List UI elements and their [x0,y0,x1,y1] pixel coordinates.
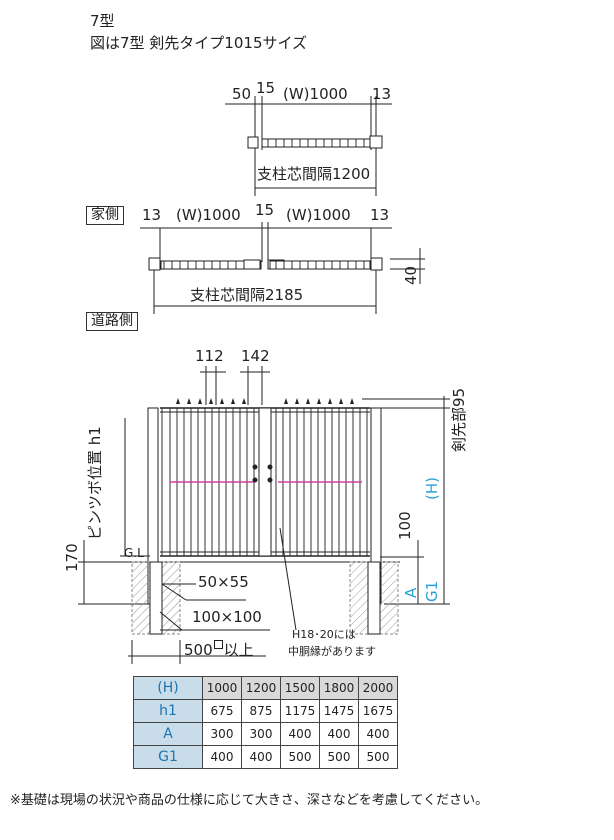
double-dim-15: 15 [255,201,275,219]
elev-dim-100-right: 100 [396,511,414,540]
single-dim-13: 13 [372,85,392,103]
row-label: G1 [133,745,203,769]
single-plan-view [225,96,392,196]
table-cell: 400 [241,745,281,769]
table-cell: 1200 [241,676,281,700]
table-cell: 300 [202,722,242,746]
table-cell: 300 [241,722,281,746]
table-cell: 400 [202,745,242,769]
double-dim-13-right: 13 [370,206,390,224]
table-cell: 1000 [202,676,242,700]
single-dim-50: 50 [232,85,252,103]
footnote: ※基礎は現場の状況や商品の仕様に応じて大きさ、深さなどを考慮してください。 [10,793,489,808]
table-row: A 300 300 400 400 400 [133,722,398,746]
table-cell: 875 [241,699,281,723]
table-cell: 500 [358,745,398,769]
table-cell: 1475 [319,699,359,723]
elev-dim-142: 142 [241,347,270,365]
table-cell: 1675 [358,699,398,723]
row-label: A [133,722,203,746]
table-cell: 500 [319,745,359,769]
description-title: 図は7型 剣先タイプ1015サイズ [90,34,308,52]
house-side-label: 家側 [86,206,124,225]
rail-note-line1: H18･20には [292,628,356,641]
table-row: G1 400 400 500 500 500 [133,745,398,769]
double-post-pitch: 支柱芯間隔2185 [190,286,304,304]
double-dim-w-right: (W)1000 [286,206,351,224]
table-cell: 1800 [319,676,359,700]
a-label: A [402,587,420,598]
table-cell: 1500 [280,676,320,700]
table-cell: 1175 [280,699,320,723]
row-label: h1 [133,699,203,723]
gl-label: G.L [124,546,144,560]
model-title: 7型 [90,12,115,30]
double-dim-13-left: 13 [142,206,162,224]
double-plan-view [140,222,425,314]
table-cell: 400 [319,722,359,746]
elev-dim-170: 170 [63,543,81,572]
double-dim-w-left: (W)1000 [176,206,241,224]
spear-part-label: 剣先部95 [450,387,468,452]
table-cell: 675 [202,699,242,723]
post-100x100-label: 100×100 [192,608,262,626]
double-dim-40: 40 [402,265,420,285]
elevation-view [78,366,450,664]
table-cell: 2000 [358,676,398,700]
table-cell: 500 [280,745,320,769]
single-dim-15: 15 [256,79,276,97]
spec-table: (H) 1000 1200 1500 1800 2000 h1 675 875 … [133,676,398,769]
table-row: h1 675 875 1175 1475 1675 [133,699,398,723]
rail-note-line2: 中胴縁があります [288,645,376,658]
row-label: (H) [133,676,203,700]
post-50x55-label: 50×55 [198,573,249,591]
hinge-position-label: ピンツボ位置 h1 [86,426,104,540]
single-post-pitch: 支柱芯間隔1200 [257,165,371,183]
height-h-label: (H) [423,477,441,500]
road-side-label: 道路側 [86,312,138,331]
single-dim-w: (W)1000 [283,85,348,103]
g1-label: G1 [423,580,441,602]
table-cell: 400 [358,722,398,746]
elev-dim-112: 112 [195,347,224,365]
table-row: (H) 1000 1200 1500 1800 2000 [133,676,398,700]
table-cell: 400 [280,722,320,746]
